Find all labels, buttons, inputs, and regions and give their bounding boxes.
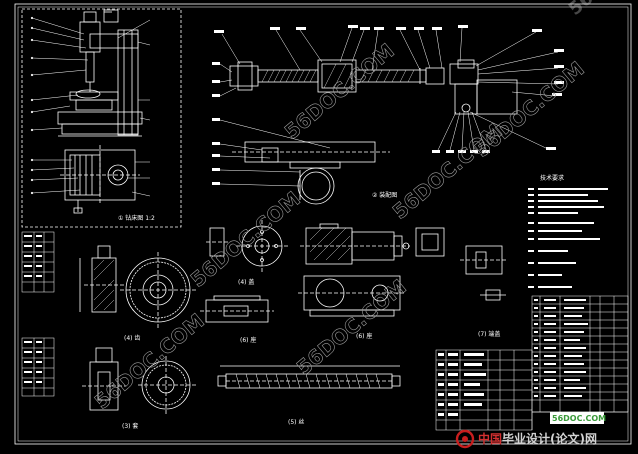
watermark-text-6: 56DOC.COM — [292, 274, 411, 379]
assembly-front-label: ② 装配图 — [372, 191, 397, 199]
sheet-border — [14, 3, 632, 445]
lead-screw-drawing — [217, 365, 401, 389]
title-block-fills — [438, 299, 588, 416]
assembly-side-label: ① 钻床图 1:2 — [118, 214, 155, 222]
endcap-part-drawing — [415, 227, 508, 301]
tech-requirements-title: 技术要求 — [540, 174, 564, 182]
watermark-text-2: 56DOC.COM — [186, 186, 305, 291]
housing-hatching — [309, 227, 351, 261]
screw-hatching — [261, 63, 415, 89]
part4-gear-drawing — [79, 245, 196, 328]
sheet-inner-border — [17, 6, 629, 442]
main-view-leaders — [219, 27, 559, 187]
parts-list-table — [531, 295, 629, 413]
part3-label: (3) 套 — [122, 422, 138, 430]
site-logo-prefix: 中国 — [478, 432, 503, 446]
part4-label: (4) 齿 — [124, 334, 140, 342]
part-flange-label: (4) 盖 — [238, 278, 254, 286]
part-base-label: (6) 座 — [356, 332, 372, 340]
lead-screw-threads — [235, 373, 381, 389]
corner-watermark-text: 56DOC.COM — [565, 0, 638, 20]
part3-sleeve-drawing — [82, 347, 196, 414]
part4-hatching — [93, 259, 115, 311]
bracket-part-drawing — [200, 295, 274, 323]
site-stamp-text: 56DOC.COM — [552, 414, 606, 423]
watermark-text-1: 56DOC.COM — [280, 38, 399, 143]
site-logo-name: 毕业设计(论文)网 — [502, 432, 597, 446]
flange-part-drawing — [206, 220, 288, 272]
part-table-top — [21, 231, 55, 293]
tech-requirements-lines — [528, 188, 608, 288]
red-ring-logo-icon — [455, 429, 475, 449]
part7-label: (7) 端盖 — [478, 330, 500, 338]
watermark-text-5: 56DOC.COM — [470, 56, 589, 161]
watermark-text-3: 56DOC.COM — [90, 308, 209, 413]
side-view-leaders — [30, 16, 151, 197]
part5-label: (5) 丝 — [288, 418, 304, 426]
side-view-frame — [21, 8, 182, 228]
base-block-drawing — [298, 275, 406, 317]
site-stamp-box — [550, 412, 604, 424]
part6-label: (6) 座 — [240, 336, 256, 344]
side-assembly-view — [57, 9, 143, 214]
housing-part-drawing — [300, 223, 410, 265]
site-logo[interactable]: 中国毕业设计(论文)网 — [478, 428, 636, 450]
part-table-fills — [24, 235, 42, 383]
main-view-balloons — [212, 25, 564, 185]
part-table-bottom — [21, 337, 55, 397]
main-assembly-view — [229, 59, 518, 205]
